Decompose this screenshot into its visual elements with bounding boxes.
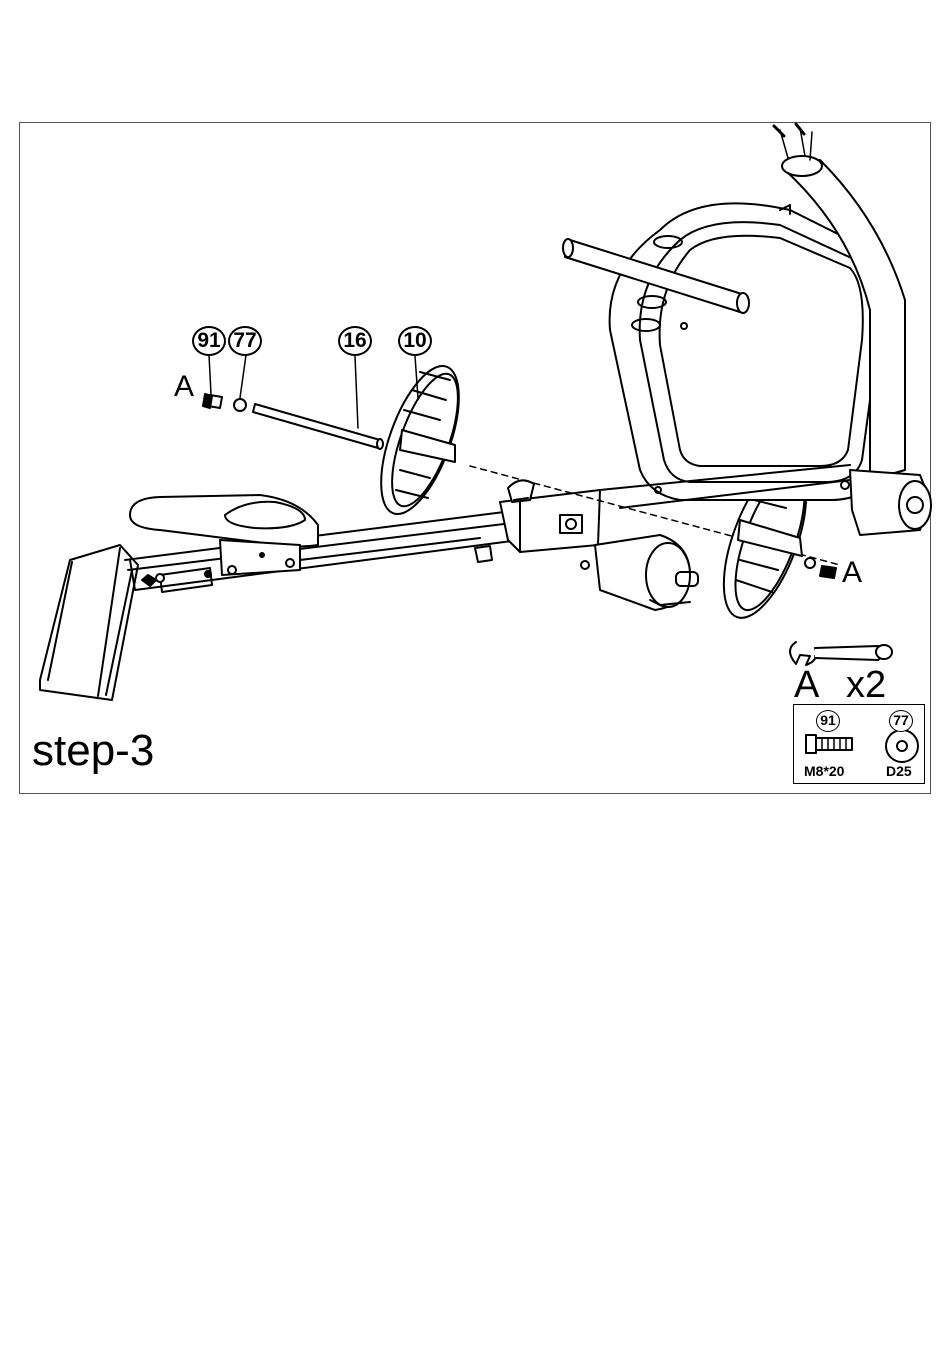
center-bracket <box>500 480 600 569</box>
parts-box-washer-number: 77 <box>889 710 913 732</box>
parts-box-washer-spec: D25 <box>886 763 912 779</box>
tool-letter: A <box>794 664 819 707</box>
resistance-motor <box>595 535 698 610</box>
callout-axle-16: 16 <box>338 326 372 356</box>
front-foot <box>40 545 138 700</box>
step-label: step-3 <box>32 726 154 776</box>
tool-callout-right: A <box>842 556 862 590</box>
parts-box-bolt-spec: M8*20 <box>804 763 844 779</box>
callout-pedal-10: 10 <box>398 326 432 356</box>
tool-callout-left: A <box>174 370 194 404</box>
wrench-icon <box>790 642 892 665</box>
callout-bolt-91: 91 <box>192 326 226 356</box>
callout-washer-77: 77 <box>228 326 262 356</box>
seat <box>130 495 318 575</box>
parts-box-bolt-number: 91 <box>816 710 840 732</box>
tool-quantity: x2 <box>846 664 886 707</box>
